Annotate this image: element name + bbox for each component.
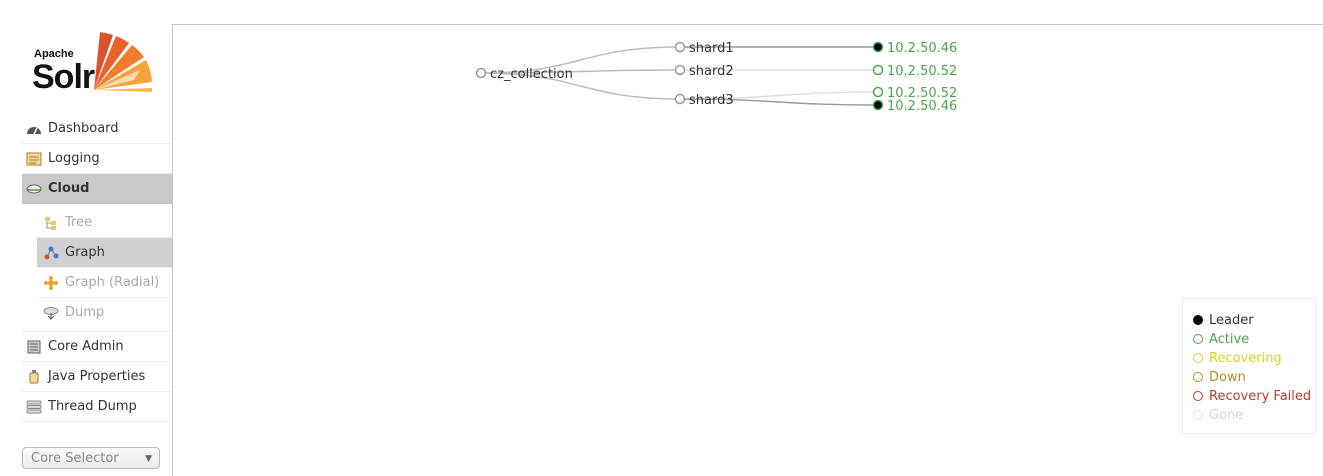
thread-dump-icon <box>26 400 42 413</box>
menu-label: Thread Dump <box>48 399 137 414</box>
collection-shard-link <box>480 72 681 100</box>
main-menu: Dashboard Logging Cloud Tree Graph Graph… <box>22 114 172 422</box>
menu-label: Dashboard <box>48 121 119 136</box>
collection-label[interactable]: cz_collection <box>490 67 573 82</box>
graph-legend: Leader Active Recovering Down Recovery F… <box>1182 298 1316 434</box>
menu-item-cloud[interactable]: Cloud <box>22 174 172 204</box>
tree-icon <box>45 216 56 230</box>
shard-node[interactable] <box>674 41 686 53</box>
java-properties-icon <box>29 369 39 383</box>
graph-icon <box>44 246 59 259</box>
replica-node[interactable] <box>872 41 884 53</box>
cloud-submenu: Tree Graph Graph (Radial) Dump <box>22 204 172 332</box>
legend-leader: Leader <box>1193 311 1315 330</box>
main-content: cz_collection shard1 10.2.50.46 shard2 10.2.… <box>172 24 1323 476</box>
cloud-icon <box>26 184 42 193</box>
collection-shard-link <box>480 46 681 74</box>
cloud-graph: cz_collection shard1 10.2.50.46 shard2 10.2.… <box>475 41 957 114</box>
legend-label: Down <box>1209 370 1246 385</box>
replica-label[interactable]: 10.2.50.46 <box>887 99 957 114</box>
legend-down: Down <box>1193 368 1315 387</box>
submenu-item-tree[interactable]: Tree <box>37 208 172 238</box>
graph-radial-icon <box>44 275 58 290</box>
legend-label: Gone <box>1209 408 1244 423</box>
menu-label: Tree <box>65 215 93 230</box>
chevron-down-icon: ▼ <box>145 454 152 464</box>
menu-item-dashboard[interactable]: Dashboard <box>22 114 172 144</box>
collection-node[interactable] <box>475 67 487 79</box>
legend-label: Active <box>1209 332 1250 347</box>
replica-node[interactable] <box>872 86 884 98</box>
dump-icon <box>43 306 59 320</box>
logo-solr-text: Solr <box>32 58 95 96</box>
submenu-item-dump[interactable]: Dump <box>37 298 172 327</box>
replica-node[interactable] <box>872 64 884 76</box>
legend-active: Active <box>1193 330 1315 349</box>
sidebar: Apache Solr Dashboard Logging Cloud Tree <box>0 0 172 476</box>
recovering-dot-icon <box>1193 352 1203 363</box>
solr-logo[interactable]: Apache Solr <box>22 30 162 100</box>
logo-apache-text: Apache <box>34 48 74 60</box>
recovery-failed-dot-icon <box>1193 390 1203 401</box>
shard-label[interactable]: shard2 <box>689 64 734 79</box>
menu-label: Java Properties <box>48 369 146 384</box>
collection-shard-link <box>480 69 681 74</box>
down-dot-icon <box>1193 371 1203 382</box>
legend-recovery-failed: Recovery Failed <box>1193 387 1315 406</box>
shard-node[interactable] <box>674 93 686 105</box>
menu-label: Core Admin <box>48 339 124 354</box>
menu-item-logging[interactable]: Logging <box>22 144 172 174</box>
active-dot-icon <box>1193 333 1203 344</box>
menu-label: Logging <box>48 151 100 166</box>
gone-dot-icon <box>1193 409 1203 420</box>
replica-label[interactable]: 10.2.50.46 <box>887 41 957 56</box>
menu-item-thread-dump[interactable]: Thread Dump <box>22 392 172 422</box>
logging-icon <box>26 152 42 165</box>
menu-item-core-admin[interactable]: Core Admin <box>22 332 172 362</box>
replica-node[interactable] <box>872 99 884 111</box>
replica-label[interactable]: 10.2.50.52 <box>887 86 957 101</box>
shard-node[interactable] <box>674 64 686 76</box>
shard-label[interactable]: shard3 <box>689 93 734 108</box>
submenu-item-graph-radial[interactable]: Graph (Radial) <box>37 268 172 298</box>
menu-label: Graph (Radial) <box>65 275 160 290</box>
menu-label: Dump <box>65 305 105 320</box>
dashboard-icon <box>27 126 41 134</box>
core-selector[interactable]: Core Selector ▼ <box>22 447 160 469</box>
solr-sun-icon <box>94 32 152 92</box>
legend-label: Leader <box>1209 313 1254 328</box>
shard-replica-link <box>679 98 879 106</box>
leader-dot-icon <box>1193 314 1203 325</box>
legend-gone: Gone <box>1193 406 1315 425</box>
core-selector-label: Core Selector <box>31 451 119 466</box>
legend-recovering: Recovering <box>1193 349 1315 368</box>
submenu-item-graph[interactable]: Graph <box>37 238 172 268</box>
legend-label: Recovery Failed <box>1209 389 1312 404</box>
legend-label: Recovering <box>1209 351 1282 366</box>
core-admin-icon <box>27 340 41 353</box>
menu-label: Cloud <box>48 181 90 196</box>
shard-label[interactable]: shard1 <box>689 41 734 56</box>
menu-item-java-properties[interactable]: Java Properties <box>22 362 172 392</box>
menu-label: Graph <box>65 245 105 260</box>
replica-label[interactable]: 10.2.50.52 <box>887 64 957 79</box>
